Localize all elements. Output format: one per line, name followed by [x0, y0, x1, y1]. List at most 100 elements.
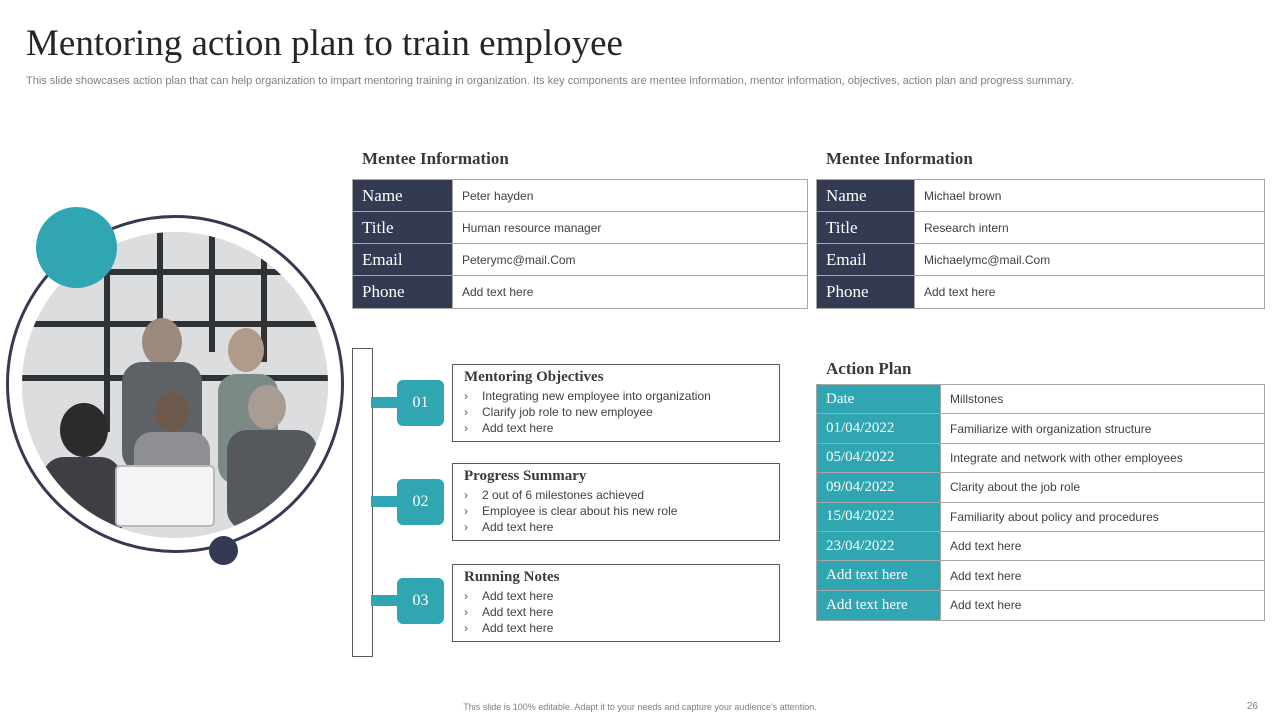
row-value[interactable]: Add text here: [914, 276, 1264, 308]
timeline-connector: [371, 496, 401, 507]
mentoring-objectives-box: Mentoring Objectives › Integrating new em…: [452, 364, 780, 442]
list-item: › Employee is clear about his new role: [464, 503, 768, 519]
list-item-text: Add text here: [482, 520, 554, 534]
running-notes-box: Running Notes › Add text here › Add text h…: [452, 564, 780, 642]
table-row: Email Michaelymc@mail.Com: [817, 244, 1264, 276]
box-title: Running Notes: [464, 569, 560, 585]
table-row: Phone Add text here: [817, 276, 1264, 308]
row-value[interactable]: Michaelymc@mail.Com: [914, 244, 1264, 275]
box-title: Mentoring Objectives: [464, 369, 604, 385]
chevron-right-icon: ›: [464, 589, 468, 603]
list-item: › Add text here: [464, 620, 768, 636]
milestone-cell[interactable]: Familiarize with organization structure: [940, 414, 1264, 443]
box-title: Progress Summary: [464, 468, 587, 484]
row-label: Name: [817, 180, 914, 211]
list-item: › Integrating new employee into organizat…: [464, 388, 768, 404]
progress-summary-box: Progress Summary › 2 out of 6 milestones …: [452, 463, 780, 541]
mentee-info-left-heading: Mentee Information: [362, 149, 509, 168]
milestone-cell[interactable]: Integrate and network with other employe…: [940, 443, 1264, 473]
step-number-badge: 01: [397, 380, 444, 426]
date-cell: Add text here: [817, 590, 940, 621]
table-row: Date Millstones: [817, 385, 1264, 415]
row-value[interactable]: Michael brown: [914, 180, 1264, 211]
chevron-right-icon: ›: [464, 421, 468, 435]
step-number-badge: 02: [397, 479, 444, 525]
date-cell: 23/04/2022: [817, 531, 940, 561]
table-row: 01/04/2022 Familiarize with organization…: [817, 414, 1264, 444]
step-number-badge: 03: [397, 578, 444, 624]
table-row: 23/04/2022 Add text here: [817, 531, 1264, 562]
chevron-right-icon: ›: [464, 520, 468, 534]
row-value[interactable]: Peter hayden: [452, 180, 807, 211]
table-row: Title Research intern: [817, 212, 1264, 244]
row-label: Phone: [353, 276, 452, 308]
row-value[interactable]: Human resource manager: [452, 212, 807, 243]
timeline-bar: [352, 348, 373, 657]
table-row: Name Michael brown: [817, 180, 1264, 212]
row-label: Title: [817, 212, 914, 243]
row-label: Title: [353, 212, 452, 243]
milestone-cell[interactable]: Add text here: [940, 561, 1264, 590]
slide-title: Mentoring action plan to train employee: [26, 23, 623, 64]
table-row: 09/04/2022 Clarity about the job role: [817, 473, 1264, 503]
row-label: Name: [353, 180, 452, 211]
date-cell: 09/04/2022: [817, 473, 940, 502]
milestone-cell[interactable]: Clarity about the job role: [940, 473, 1264, 502]
teal-accent-circle: [36, 207, 117, 288]
action-plan-table: Date Millstones 01/04/2022 Familiarize w…: [816, 384, 1265, 622]
page-number: 26: [1246, 701, 1258, 712]
list-item: › Add text here: [464, 420, 768, 436]
list-item: › Add text here: [464, 588, 768, 604]
list-item-text: Add text here: [482, 421, 554, 435]
row-label: Email: [353, 244, 452, 275]
chevron-right-icon: ›: [464, 605, 468, 619]
navy-accent-circle: [209, 536, 238, 565]
row-value[interactable]: Peterymc@mail.Com: [452, 244, 807, 275]
chevron-right-icon: ›: [464, 405, 468, 419]
action-plan-heading: Action Plan: [826, 359, 912, 378]
table-row: Add text here Add text here: [817, 590, 1264, 621]
timeline-connector: [371, 397, 401, 408]
milestone-cell[interactable]: Add text here: [940, 531, 1264, 561]
list-item: › Add text here: [464, 519, 768, 535]
row-value[interactable]: Research intern: [914, 212, 1264, 243]
slide-footer: This slide is 100% editable. Adapt it to…: [463, 702, 817, 712]
slide-subtitle: This slide showcases action plan that ca…: [26, 75, 1074, 87]
mentee-info-left-table: Name Peter hayden Title Human resource m…: [352, 179, 808, 309]
photo-ring: [6, 215, 344, 553]
mentee-info-right-table: Name Michael brown Title Research intern…: [816, 179, 1265, 309]
chevron-right-icon: ›: [464, 389, 468, 403]
milestone-cell[interactable]: Millstones: [940, 385, 1264, 414]
table-row: Name Peter hayden: [353, 180, 807, 212]
table-row: Email Peterymc@mail.Com: [353, 244, 807, 276]
list-item-text: 2 out of 6 milestones achieved: [482, 488, 645, 502]
date-cell: Date: [817, 385, 940, 414]
list-item: › 2 out of 6 milestones achieved: [464, 487, 768, 503]
milestone-cell[interactable]: Add text here: [940, 590, 1264, 621]
list-item-text: Add text here: [482, 621, 554, 635]
row-label: Email: [817, 244, 914, 275]
milestone-cell[interactable]: Familiarity about policy and procedures: [940, 502, 1264, 531]
mentee-info-right-heading: Mentee Information: [826, 149, 973, 168]
list-item: › Add text here: [464, 604, 768, 620]
chevron-right-icon: ›: [464, 504, 468, 518]
row-label: Phone: [817, 276, 914, 308]
list-item-text: Add text here: [482, 605, 554, 619]
list-item-text: Add text here: [482, 589, 554, 603]
table-row: 15/04/2022 Familiarity about policy and …: [817, 502, 1264, 532]
list-item-text: Integrating new employee into organizati…: [482, 389, 711, 403]
row-value[interactable]: Add text here: [452, 276, 807, 308]
table-row: Add text here Add text here: [817, 561, 1264, 591]
table-row: Title Human resource manager: [353, 212, 807, 244]
list-item-text: Employee is clear about his new role: [482, 504, 678, 518]
chevron-right-icon: ›: [464, 621, 468, 635]
table-row: Phone Add text here: [353, 276, 807, 308]
chevron-right-icon: ›: [464, 488, 468, 502]
date-cell: 05/04/2022: [817, 443, 940, 473]
list-item: › Clarify job role to new employee: [464, 404, 768, 420]
date-cell: 15/04/2022: [817, 502, 940, 531]
date-cell: Add text here: [817, 561, 940, 590]
list-item-text: Clarify job role to new employee: [482, 405, 653, 419]
timeline-connector: [371, 595, 401, 606]
table-row: 05/04/2022 Integrate and network with ot…: [817, 443, 1264, 474]
